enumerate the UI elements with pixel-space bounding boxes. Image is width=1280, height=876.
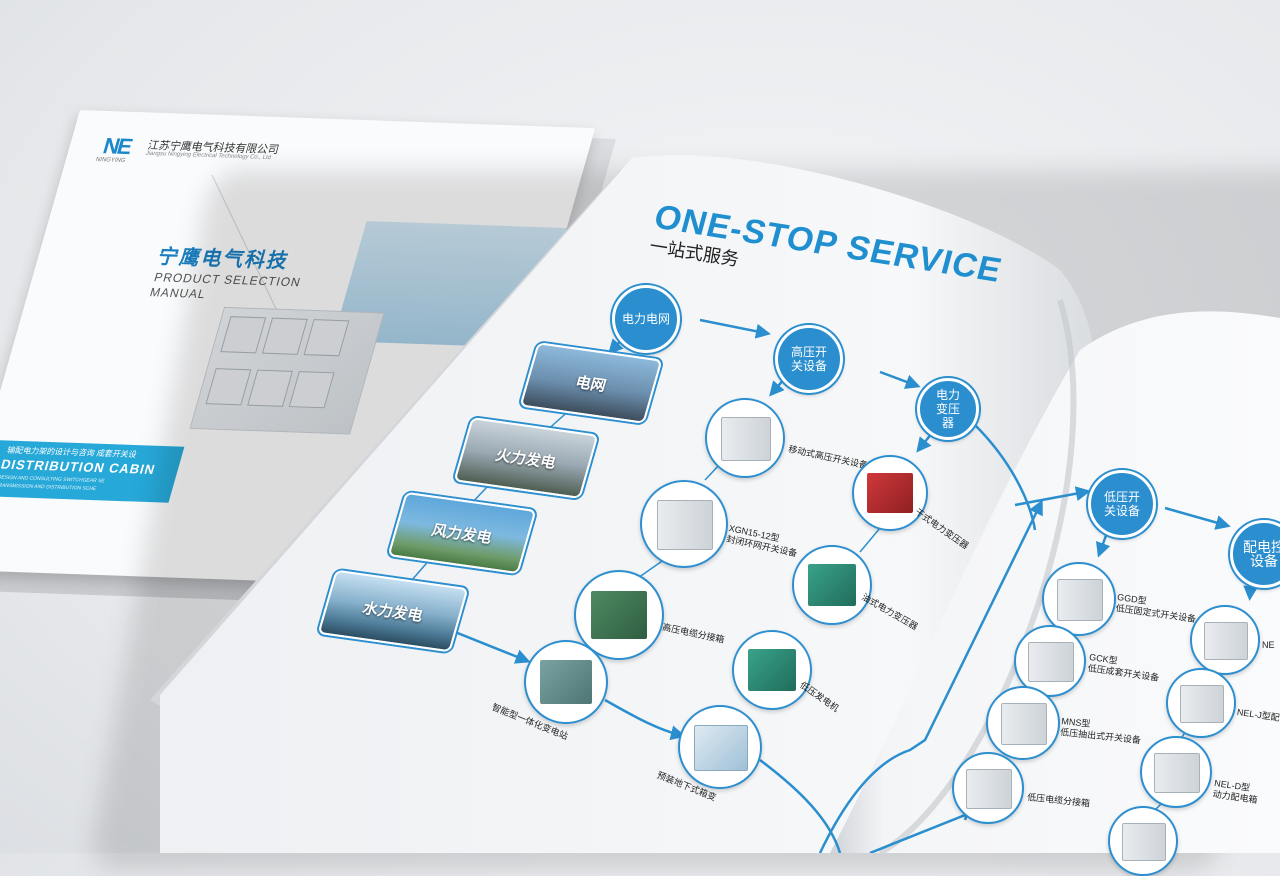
node-lv-switchgear: 低压开关设备 xyxy=(1088,470,1156,538)
product-ggd-switchgear xyxy=(1042,562,1116,636)
photo-power-grid-label: 电网 xyxy=(573,373,608,395)
product-nel-d-power-box xyxy=(1140,736,1212,808)
node-power-grid: 电力电网 xyxy=(612,285,680,353)
product-mns-switchgear xyxy=(986,686,1060,760)
node-distribution-control: 配电控设备 xyxy=(1230,520,1280,588)
node-hv-switchgear: 高压开关设备 xyxy=(775,325,843,393)
node-power-transformer: 电力变压器 xyxy=(917,378,979,440)
left-page xyxy=(160,155,1097,853)
photo-wind-power-label: 风力发电 xyxy=(429,521,494,547)
photo-hydro-power-label: 水力发电 xyxy=(360,599,425,625)
product-smart-integrated-substation xyxy=(524,640,608,724)
product-hv-cable-branch-box xyxy=(574,570,664,660)
product-mobile-hv-switchgear xyxy=(705,398,785,478)
photo-thermal-power-label: 火力发电 xyxy=(493,446,558,472)
node-power-grid-label: 电力电网 xyxy=(621,312,670,326)
node-lv-switchgear-label: 低压开关设备 xyxy=(1103,490,1140,518)
label-ne-top: NE xyxy=(1262,640,1275,650)
product-oil-transformer xyxy=(792,545,872,625)
product-nel-j-distribution-box xyxy=(1166,668,1236,738)
catalog-mockup-scene: NE NINGYING 江苏宁鹰电气科技有限公司 Jiangsu Ningyin… xyxy=(0,120,1280,876)
product-ne-distribution-cabinet xyxy=(1190,605,1260,675)
node-power-transformer-label: 电力变压器 xyxy=(935,388,960,430)
product-xgn15-ring-main-unit xyxy=(640,480,728,568)
product-dry-transformer xyxy=(852,455,928,531)
product-prefab-underground-substation xyxy=(678,705,762,789)
node-distribution-control-label: 配电控设备 xyxy=(1243,539,1280,569)
product-distribution-box-bottom xyxy=(1108,806,1178,876)
product-gck-switchgear xyxy=(1014,625,1086,697)
node-hv-switchgear-label: 高压开关设备 xyxy=(790,345,827,373)
product-low-voltage-generator xyxy=(732,630,812,710)
product-lv-cable-branch-box xyxy=(952,752,1024,824)
